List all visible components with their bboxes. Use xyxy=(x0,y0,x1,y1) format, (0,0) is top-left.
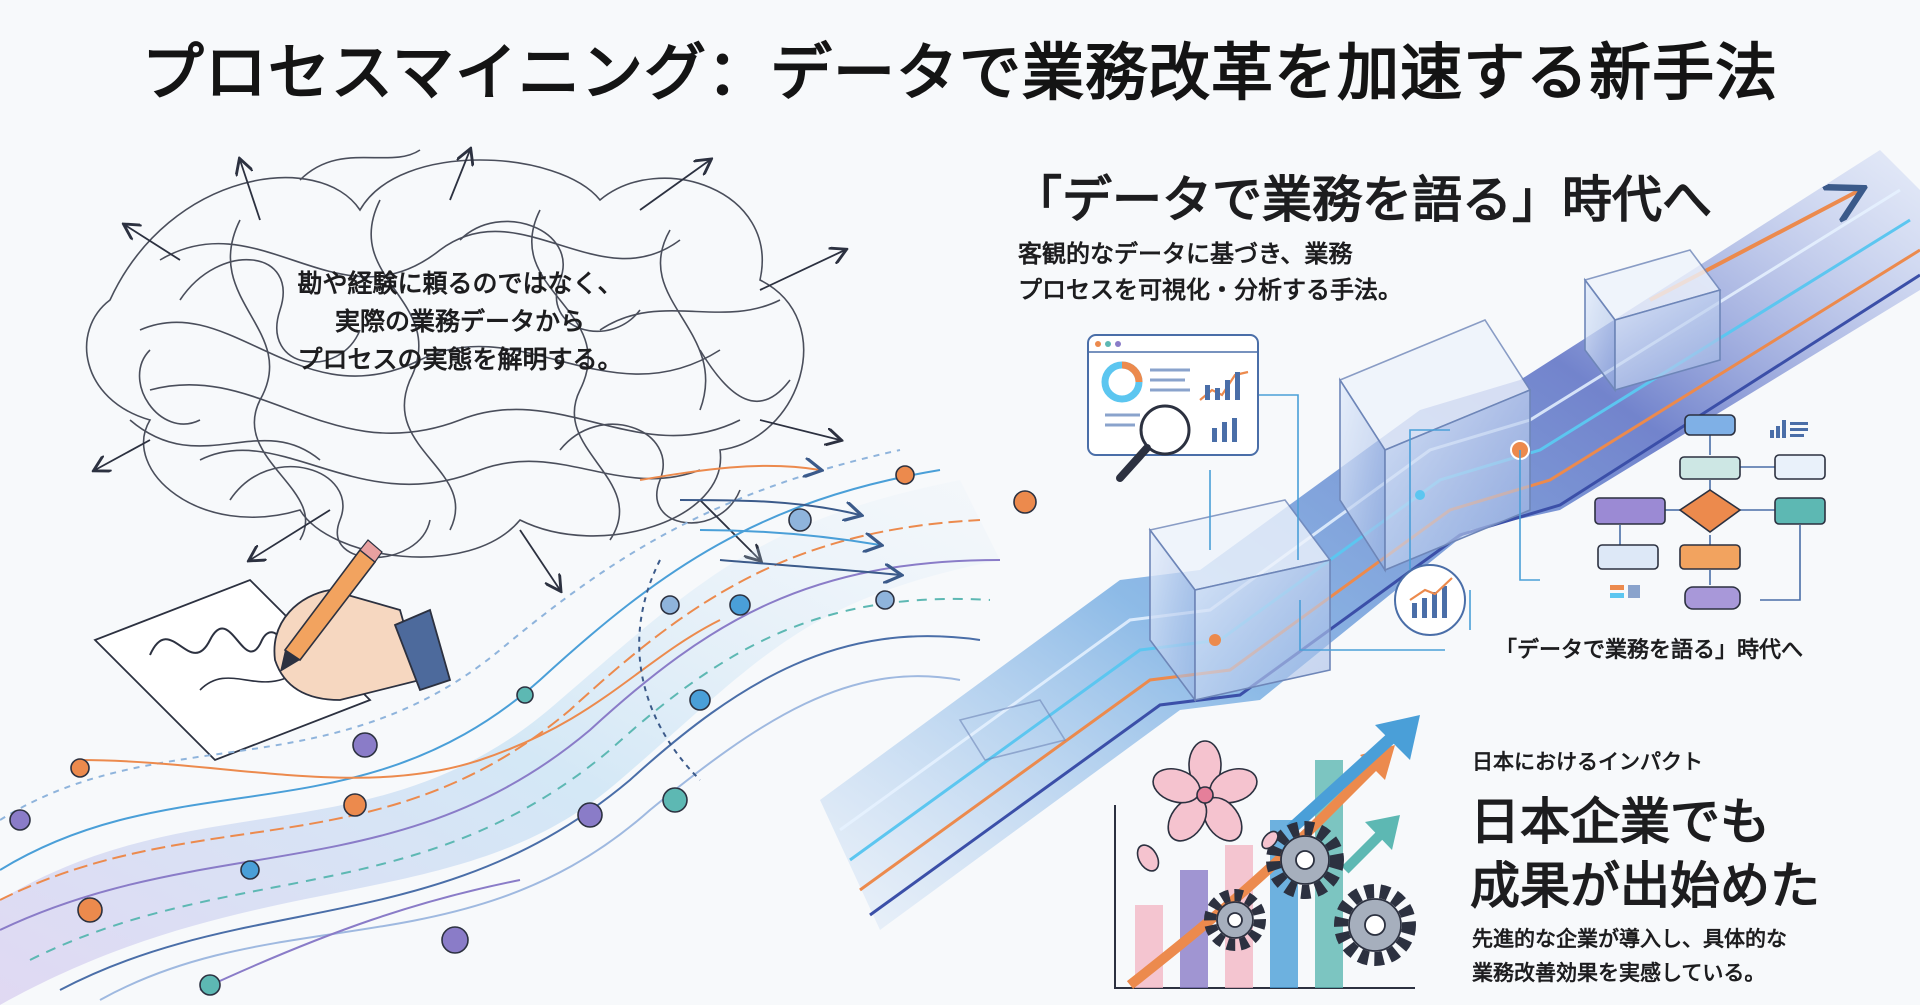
era-heading: 「データで業務を語る」時代へ xyxy=(1012,171,1712,229)
page-title: プロセスマイニング：データで業務改革を加速する新手法 xyxy=(141,36,1779,109)
cloud-text-line: 勘や経験に頼るのではなく、 xyxy=(297,269,623,298)
impact-description-line: 業務改善効果を実感している。 xyxy=(1472,961,1766,985)
chart-circle-icon xyxy=(1394,564,1466,636)
era-description: 客観的なデータに基づき、業務 プロセスを可視化・分析する手法。 xyxy=(1018,236,1402,308)
impact-heading-line: 成果が出始めた xyxy=(1470,857,1820,915)
data-streams xyxy=(0,449,1037,1005)
impact-description-line: 先進的な企業が導入し、具体的な xyxy=(1472,927,1787,951)
cloud-text: 勘や経験に頼るのではなく、 実際の業務データから プロセスの実態を解明する。 xyxy=(290,265,630,379)
era-caption: 「データで業務を語る」時代へ xyxy=(1495,638,1804,663)
cloud-text-line: 実際の業務データから xyxy=(334,307,585,336)
gear-icon xyxy=(1204,821,1416,966)
dashboard-magnifier-icon xyxy=(1087,334,1259,482)
era-description-line: プロセスを可視化・分析する手法。 xyxy=(1018,276,1402,304)
process-pipeline xyxy=(820,150,1920,930)
impact-kicker: 日本におけるインパクト xyxy=(1472,750,1703,774)
flowchart-icon xyxy=(1594,414,1826,610)
cherry-blossom-icon xyxy=(1136,740,1279,872)
era-description-line: 客観的なデータに基づき、業務 xyxy=(1018,240,1353,268)
scribble-cloud xyxy=(85,149,805,559)
impact-heading-line: 日本企業でも xyxy=(1470,793,1770,851)
impact-description: 先進的な企業が導入し、具体的な 業務改善効果を実感している。 xyxy=(1472,922,1787,990)
cloud-text-line: プロセスの実態を解明する。 xyxy=(297,345,623,374)
scatter-arrows xyxy=(95,150,845,590)
stream-nodes xyxy=(9,465,1037,996)
hand-with-pencil xyxy=(93,539,452,762)
impact-heading: 日本企業でも 成果が出始めた xyxy=(1470,790,1890,918)
